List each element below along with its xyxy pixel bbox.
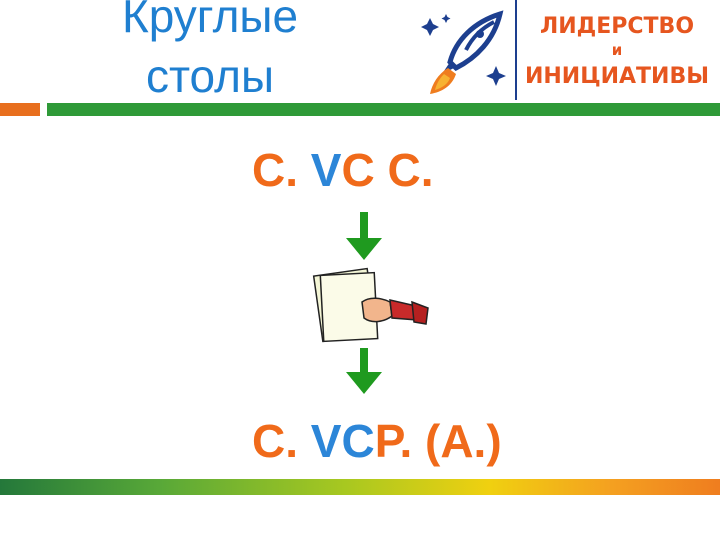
formula-top: C. VC C. [252,143,433,197]
logo-text-line-1: ЛИДЕРСТВО [539,14,695,39]
rocket-icon [421,10,506,94]
header-bar-orange [0,103,40,116]
logo-text-line-2: и [611,41,623,59]
formula-bottom-rest: P. (A.) [374,415,502,467]
arrow-down-icon [346,348,382,394]
arrow-down-icon [346,212,382,260]
slide-title: Круглые столы [60,0,360,106]
formula-bottom-v: V [310,415,342,467]
formula-top-c1: C. [252,144,298,196]
title-line-1: Круглые [121,0,299,42]
logo-text-line-3: ИНИЦИАТИВЫ [524,64,710,89]
title-line-2: столы [145,50,275,102]
formula-top-c2: C [341,144,375,196]
formula-bottom-c1: C. [252,415,298,467]
footer-gradient-bar [0,479,720,495]
header-bar-green [47,103,720,116]
formula-bottom-c2: C [341,415,375,467]
formula-top-c3: C. [387,144,434,196]
logo-divider [515,0,517,100]
formula-top-v: V [310,144,342,196]
paper-in-hand-icon [312,267,429,343]
formula-bottom: C. VCP. (A.) [252,414,502,468]
